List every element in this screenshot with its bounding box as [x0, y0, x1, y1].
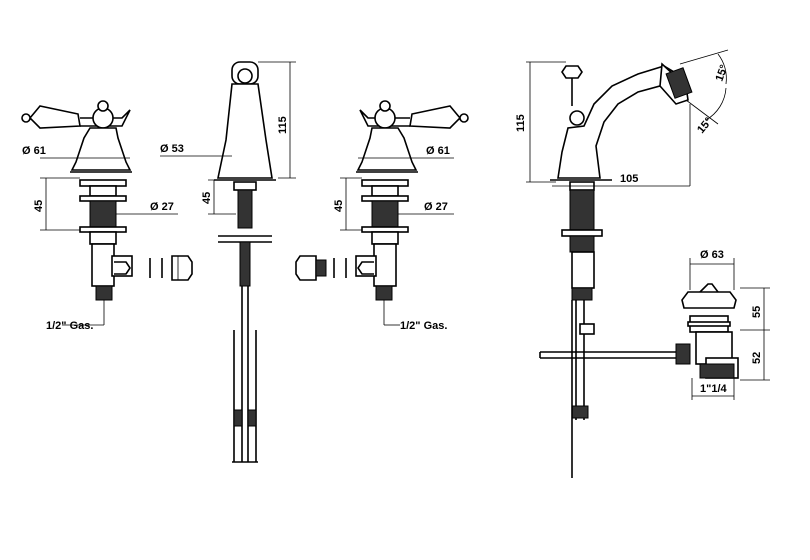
dim-d61-right: Ø 61: [426, 145, 450, 157]
left-valve: Ø 61 45 Ø 27 1/2" Gas.: [21, 100, 193, 332]
dim-52: 52: [751, 352, 763, 364]
gas-label-left: 1/2" Gas.: [46, 320, 93, 332]
dim-105: 105: [620, 173, 638, 185]
dim-115-spout: 115: [277, 116, 289, 134]
dim-thread-1-1-4: 1"1/4: [700, 383, 728, 395]
dim-115-side: 115: [515, 114, 527, 132]
dim-45-left: 45: [33, 200, 45, 212]
front-spout: Ø 53 115 45: [160, 61, 296, 463]
dim-d63: Ø 63: [700, 249, 724, 261]
dim-55: 55: [751, 306, 763, 318]
dim-d27-right: Ø 27: [424, 201, 448, 213]
angle-15-top: 15°: [714, 63, 731, 83]
dim-45-spout: 45: [201, 192, 213, 204]
right-valve: Ø 61 45 Ø 27 1/2" Gas.: [295, 100, 469, 332]
side-view: 115 105 15° 15°: [515, 49, 731, 478]
gas-label-right: 1/2" Gas.: [400, 320, 447, 332]
dim-45-right: 45: [333, 200, 345, 212]
dim-d61-left: Ø 61: [22, 145, 46, 157]
angle-15-bottom: 15°: [695, 115, 715, 135]
dim-d27-left: Ø 27: [150, 201, 174, 213]
waste-fitting: Ø 63 55 52 1"1/4: [675, 249, 770, 400]
dim-d53: Ø 53: [160, 143, 184, 155]
